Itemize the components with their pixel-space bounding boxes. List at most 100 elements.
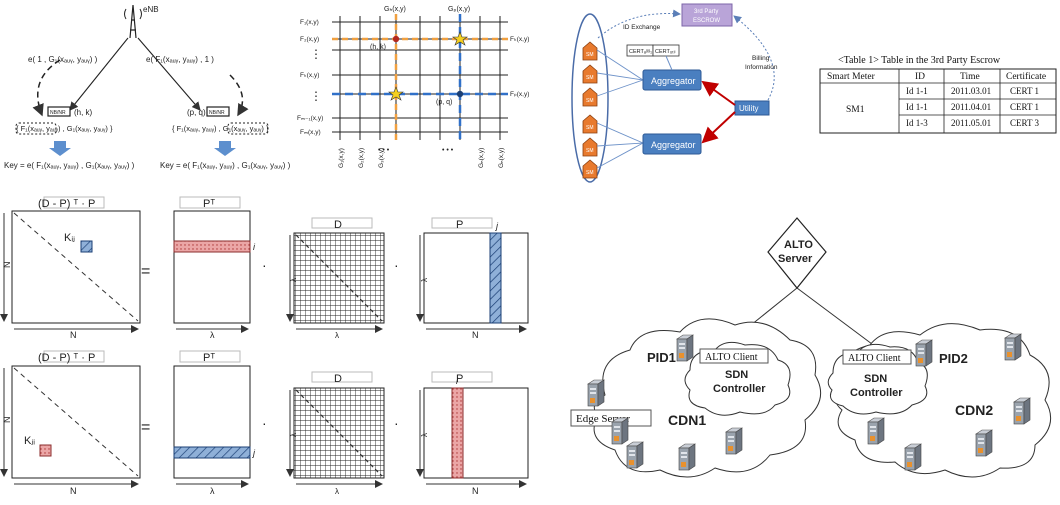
table-header: Time bbox=[960, 72, 980, 82]
enb-left-dashed-arrow bbox=[32, 59, 61, 117]
table-cell: CERT 1 bbox=[1010, 102, 1039, 112]
pt-row-highlight bbox=[173, 446, 251, 459]
table-cell-meter: SM1 bbox=[846, 105, 865, 115]
table-cell: 2011.05.01 bbox=[951, 118, 991, 128]
table-header: Certificate bbox=[1006, 71, 1046, 82]
i-label: j bbox=[252, 448, 256, 458]
grid-bottom-label: Gₙ(x,y) bbox=[478, 148, 485, 168]
panel-alto-cdn: ALTO Server PID1 PID2 ALTO Client ALTO C… bbox=[570, 217, 1052, 478]
enb-right-dotted-box bbox=[227, 122, 269, 135]
lhs-title: (D - P) ᵀ · P bbox=[38, 352, 95, 364]
grid-pt2-label: (p, q) bbox=[436, 99, 452, 106]
p-title-box bbox=[431, 371, 493, 383]
matrix-equation-top: (D - P) ᵀ · P Kᵢⱼ N N = Pᵀ i λ · D λ λ ·… bbox=[0, 196, 529, 340]
grid-right-label: Fₚ(x,y) bbox=[510, 91, 529, 98]
server-icon bbox=[611, 417, 629, 445]
i-label: i bbox=[253, 242, 256, 252]
equals-sign: = bbox=[141, 419, 150, 436]
pt-title: Pᵀ bbox=[203, 198, 215, 210]
alto-client-label-1: ALTO Client bbox=[705, 352, 758, 363]
enb-right-down-arrow bbox=[214, 141, 236, 156]
cert-agg-label: CERTₐᵍᵍ₁ bbox=[629, 49, 652, 55]
lhs-title: (D - P) ᵀ · P bbox=[38, 198, 95, 210]
p-side-label: λ bbox=[420, 278, 429, 282]
grid-left-label: F₂(x,y) bbox=[300, 36, 319, 43]
grid-left-label: F₁(x,y) bbox=[300, 19, 319, 26]
billing-line1: Billing bbox=[752, 55, 770, 62]
utility-to-aggregator2-arrow bbox=[701, 111, 736, 144]
grid-right-label: Fₖ(x,y) bbox=[510, 36, 529, 43]
dot-operator: · bbox=[262, 415, 267, 431]
d-side-label: λ bbox=[289, 278, 298, 282]
alto-server-line2: Server bbox=[778, 253, 813, 265]
sdn1-line1: SDN bbox=[725, 369, 748, 381]
grid-hdots: • • • bbox=[442, 147, 454, 154]
sm-label: SM bbox=[586, 52, 594, 58]
pt-row-highlight bbox=[173, 240, 251, 253]
sm-group-ellipse bbox=[571, 13, 609, 183]
enb-right-node-label: NB/NR bbox=[209, 110, 225, 116]
sm-label: SM bbox=[586, 170, 594, 176]
enb-left-pair: { F₁(xₐᵤᵧ, yₐᵤᵧ) , G₁(xₐᵤᵧ, yₐᵤᵧ) } bbox=[16, 124, 113, 133]
d-bottom-label: λ bbox=[335, 331, 339, 340]
sdn1-line2: Controller bbox=[713, 383, 766, 395]
enb-right-arrow bbox=[137, 37, 201, 111]
lhs-title-box bbox=[43, 350, 105, 363]
lhs-diagonal bbox=[13, 367, 139, 477]
lhs-title-box bbox=[43, 196, 105, 209]
utility-to-aggregator1-arrow bbox=[701, 80, 736, 106]
panel-smart-grid: SM SM SM SM SM SM Aggregator Aggregator … bbox=[571, 3, 778, 183]
grid-bottom-label: Gₙ(x,y) bbox=[498, 148, 505, 168]
d-diagonal bbox=[295, 234, 383, 322]
enb-right-pair: { F₁(xₐᵤᵧ, yₐᵤᵧ) , G₁(xₐᵤᵧ, yₐᵤᵧ) } bbox=[172, 124, 269, 133]
dot-operator: · bbox=[394, 257, 399, 273]
cert-util-label: CERTᵤₜᵢₗ bbox=[655, 49, 675, 55]
billing-line2: Information bbox=[745, 64, 778, 71]
k-label: Kᵢⱼ bbox=[64, 232, 75, 244]
sdn2-line2: Controller bbox=[850, 387, 903, 399]
pt-title: Pᵀ bbox=[203, 352, 215, 364]
sm-label: SM bbox=[586, 148, 594, 154]
p-matrix bbox=[423, 387, 529, 479]
server-icon bbox=[725, 427, 743, 455]
d-title: D bbox=[334, 373, 342, 385]
server-icon bbox=[1004, 333, 1022, 361]
n-side-label: N bbox=[2, 417, 12, 424]
j-label: j bbox=[495, 221, 499, 231]
enb-tower-icon bbox=[124, 4, 142, 39]
sm-label: SM bbox=[586, 125, 594, 131]
pid1-label: PID1 bbox=[647, 350, 676, 365]
table-header: ID bbox=[915, 72, 925, 82]
grid-left-label: Fₘ(x,y) bbox=[300, 129, 321, 136]
lhs-diagonal bbox=[13, 212, 139, 322]
dot-operator: · bbox=[394, 415, 399, 431]
utility-box bbox=[734, 100, 770, 116]
sm-links bbox=[596, 49, 644, 169]
matrix-equation-bottom: (D - P) ᵀ · P Kⱼᵢ N N = Pᵀ j λ · D λ λ ·… bbox=[0, 350, 529, 496]
cert-link bbox=[665, 55, 673, 71]
enb-left-key: Key = e( F₁(xₐᵤᵧ, yₐᵤᵧ) , G₁(xₐᵤᵧ, yₐᵤᵧ)… bbox=[4, 161, 135, 170]
sdn2-line1: SDN bbox=[864, 373, 887, 385]
p-col-highlight bbox=[489, 232, 502, 324]
lambda-label: λ bbox=[210, 330, 215, 340]
grid-left-label: Fₖ(x,y) bbox=[300, 72, 319, 79]
enb-left-point: (h, k) bbox=[74, 108, 93, 117]
panel-grid: (h, k) (p, q) Gₕ(x,y) Gₚ(x,y) F₁(x,y) F₂… bbox=[297, 6, 529, 168]
aggregator-box-2 bbox=[642, 133, 702, 155]
p-title-box bbox=[431, 217, 493, 229]
n-bottom-label: N bbox=[70, 486, 77, 496]
equals-sign: = bbox=[141, 263, 150, 280]
pid2-label: PID2 bbox=[939, 351, 968, 366]
aggregator-label: Aggregator bbox=[651, 76, 696, 86]
d-diagonal bbox=[295, 389, 383, 477]
p-col-highlight bbox=[451, 387, 464, 479]
d-matrix bbox=[293, 387, 385, 479]
grid-lines bbox=[332, 16, 508, 140]
grid-left-label: Fₘ₋₁(x,y) bbox=[297, 115, 323, 122]
grid-star-icon bbox=[388, 86, 404, 101]
pt-matrix bbox=[173, 365, 251, 479]
enb-label: eNB bbox=[143, 5, 159, 14]
sdn-server-icon bbox=[915, 339, 933, 367]
table-header: Smart Meter bbox=[827, 72, 876, 82]
